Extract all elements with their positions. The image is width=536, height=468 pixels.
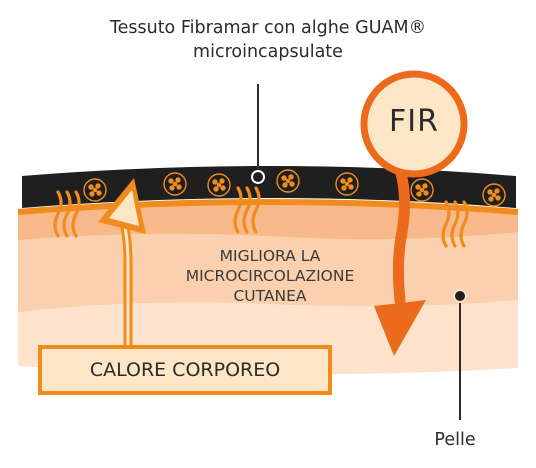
capsule [482, 183, 506, 207]
heat-waves-icon [233, 186, 261, 234]
arrow-head-down-icon [374, 300, 426, 356]
body-heat-arrow [98, 178, 146, 345]
capsule [163, 172, 187, 196]
fabric-marker-dot [251, 170, 265, 184]
heat-waves-icon [441, 200, 469, 248]
capsule [410, 178, 434, 202]
microcapsules [83, 169, 506, 207]
fabric-band [22, 166, 516, 208]
heat-label-box: CALORE CORPOREO [38, 345, 332, 395]
heat-wave-icons [53, 186, 469, 248]
skin-label: Pelle [434, 430, 476, 450]
heat-label: CALORE CORPOREO [89, 359, 281, 381]
fir-arrow [374, 164, 426, 356]
capsule [276, 169, 300, 193]
capsule [83, 178, 107, 202]
capsule [207, 173, 231, 197]
capsule [335, 172, 359, 196]
heat-waves-icon [53, 190, 81, 238]
fabric-label: Tessuto Fibramar con alghe GUAM®microinc… [109, 18, 427, 62]
fir-circle [360, 70, 468, 178]
fir-label: FIR [389, 104, 439, 139]
skin-marker-dot [453, 289, 467, 303]
